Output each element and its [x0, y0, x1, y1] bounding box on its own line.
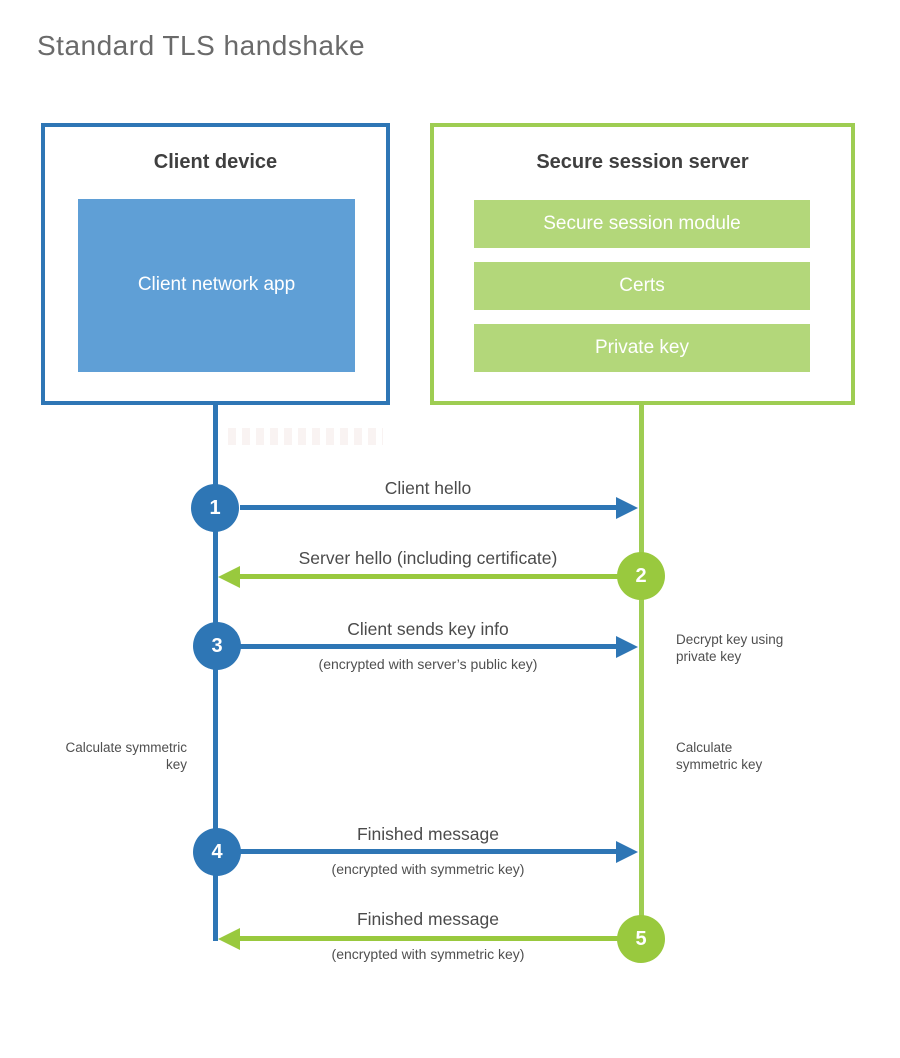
step1-arrowhead-icon	[616, 497, 638, 519]
client-network-app-label: Client network app	[137, 274, 296, 296]
client-device-box: Client device Client network app	[41, 123, 390, 405]
step5-arrowhead-icon	[218, 928, 240, 950]
step1-circle: 1	[191, 484, 239, 532]
client-device-title: Client device	[153, 151, 278, 173]
step4-sublabel: (encrypted with symmetric key)	[331, 861, 525, 877]
step4-circle: 4	[193, 828, 241, 876]
secure-session-server-title: Secure session server	[536, 151, 749, 173]
step5-arrow-line	[238, 936, 618, 941]
page-title: Standard TLS handshake	[37, 30, 366, 61]
step3-sublabel: (encrypted with server’s public key)	[318, 656, 538, 672]
client-network-app-box: Client network app	[78, 199, 355, 372]
decrypt-key-note: Decrypt key using private key	[676, 632, 784, 665]
calculate-symmetric-key-note-server: Calculate symmetric key	[676, 740, 763, 773]
step3-label: Client sends key info	[347, 619, 509, 639]
private-key-bar: Private key	[474, 324, 810, 372]
step3-circle: 3	[193, 622, 241, 670]
step1-label: Client hello	[384, 478, 472, 498]
certs-bar: Certs	[474, 262, 810, 310]
server-lifeline	[639, 405, 644, 939]
step2-arrow-line	[238, 574, 618, 579]
step2-circle: 2	[617, 552, 665, 600]
step4-arrowhead-icon	[616, 841, 638, 863]
faded-dashes-artifact	[228, 428, 383, 445]
step2-label: Server hello (including certificate)	[298, 548, 558, 568]
step1-arrow-line	[240, 505, 618, 510]
step5-circle: 5	[617, 915, 665, 963]
step4-arrow-line	[240, 849, 618, 854]
step5-label: Finished message	[356, 909, 500, 929]
step4-label: Finished message	[356, 824, 500, 844]
secure-session-module-bar: Secure session module	[474, 200, 810, 248]
client-lifeline	[213, 405, 218, 941]
step5-sublabel: (encrypted with symmetric key)	[331, 946, 525, 962]
secure-session-server-box: Secure session server Secure session mod…	[430, 123, 855, 405]
calculate-symmetric-key-note-client: Calculate symmetric key	[65, 740, 187, 773]
step3-arrowhead-icon	[616, 636, 638, 658]
step2-arrowhead-icon	[218, 566, 240, 588]
step3-arrow-line	[240, 644, 618, 649]
